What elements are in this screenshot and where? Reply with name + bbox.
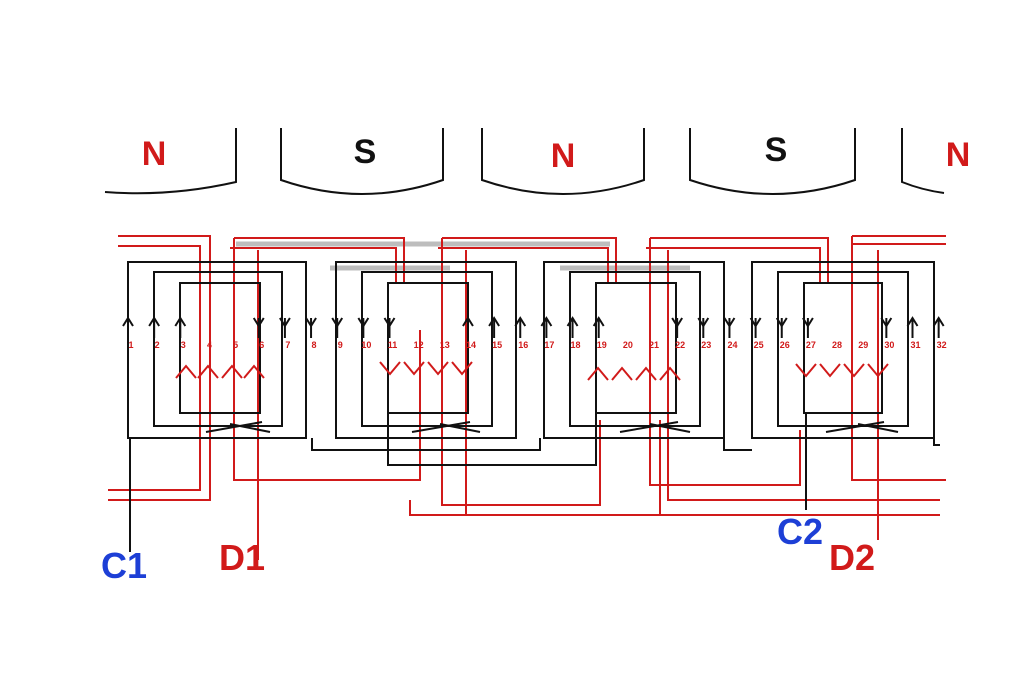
slot-number: 28 (832, 340, 842, 350)
terminal-d2-label: D2 (829, 537, 875, 578)
slot-number: 31 (910, 340, 920, 350)
slot-number: 32 (937, 340, 947, 350)
slot-number: 3 (181, 340, 186, 350)
slot-number: 12 (414, 340, 424, 350)
pole-shoes (104, 128, 945, 195)
pole-shoe-2 (280, 128, 444, 195)
slot-number: 4 (207, 340, 212, 350)
pole-label: N (946, 136, 971, 174)
slot-number: 7 (285, 340, 290, 350)
slot-number: 29 (858, 340, 868, 350)
slot-number: 15 (492, 340, 502, 350)
slot-number: 2 (155, 340, 160, 350)
terminal-c1-label: C1 (101, 545, 147, 586)
slot-number: 10 (361, 340, 371, 350)
slot-number: 24 (727, 340, 737, 350)
slot-number: 9 (338, 340, 343, 350)
slot-number: 6 (259, 340, 264, 350)
pole-shoe-4 (689, 128, 856, 195)
slot-number: 19 (597, 340, 607, 350)
slot-arrows (122, 316, 945, 338)
slot-number: 20 (623, 340, 633, 350)
pole-shoe-1 (104, 128, 237, 195)
pole-labels: N S N S N (142, 131, 971, 175)
slot-number: 26 (780, 340, 790, 350)
terminal-d1-label: D1 (219, 537, 265, 578)
slot-number: 23 (701, 340, 711, 350)
red-chevrons (175, 361, 889, 381)
slot-number: 27 (806, 340, 816, 350)
slot-number: 25 (754, 340, 764, 350)
black-winding (127, 261, 940, 552)
slot-number: 21 (649, 340, 659, 350)
terminal-c2-label: C2 (777, 511, 823, 552)
pole-label: S (765, 131, 788, 169)
pole-shoe-3 (481, 128, 645, 195)
slot-number: 5 (233, 340, 238, 350)
slot-number: 1 (128, 340, 133, 350)
slot-number: 22 (675, 340, 685, 350)
pole-label: N (551, 137, 576, 175)
slot-number: 17 (544, 340, 554, 350)
pole-label: S (354, 133, 377, 171)
slot-number: 16 (518, 340, 528, 350)
slot-number: 30 (884, 340, 894, 350)
slot-number: 18 (571, 340, 581, 350)
slot-number: 13 (440, 340, 450, 350)
slot-number: 14 (466, 340, 476, 350)
slot-number: 11 (388, 340, 398, 350)
slot-number: 8 (312, 340, 317, 350)
pole-shoe-5 (901, 128, 945, 194)
pole-label: N (142, 135, 167, 173)
